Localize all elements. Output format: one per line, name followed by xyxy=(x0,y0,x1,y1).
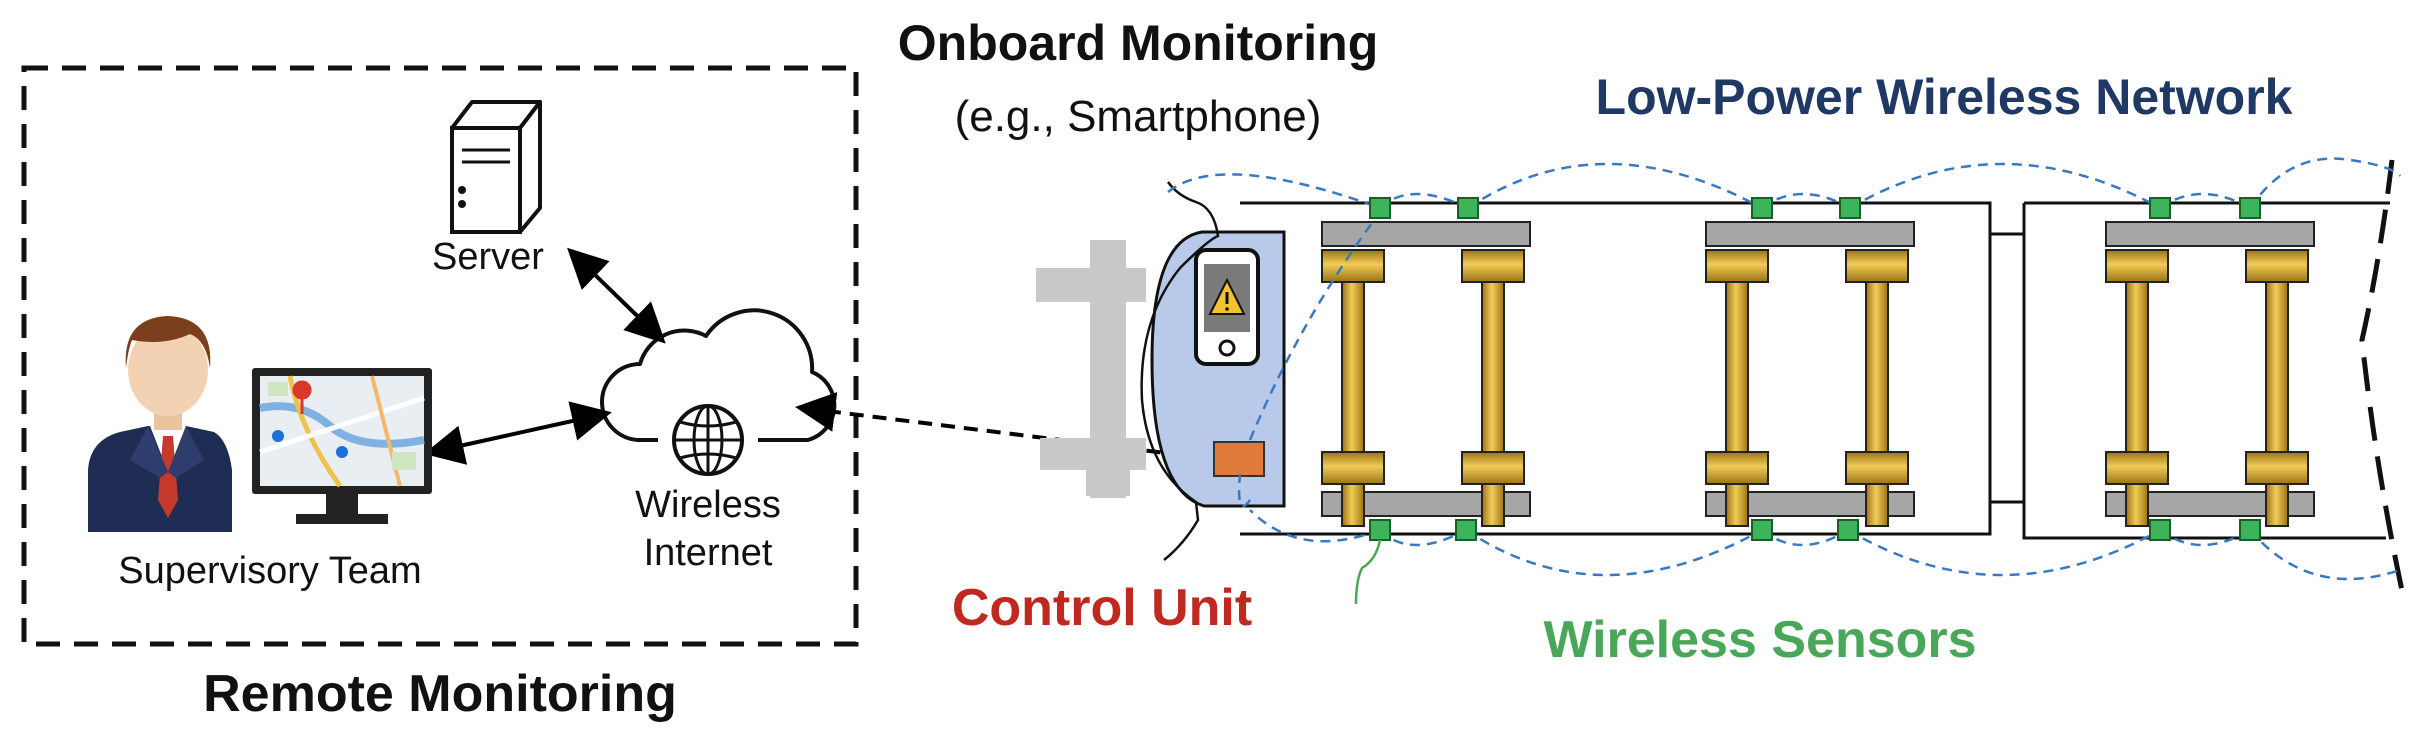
remote-monitoring-box xyxy=(21,65,859,647)
person-icon xyxy=(88,316,232,532)
train-body xyxy=(1240,201,2390,540)
wireless-sensors xyxy=(1369,197,2261,541)
server-icon xyxy=(450,100,542,234)
network-title: Low-Power Wireless Network xyxy=(1595,69,2293,125)
control-unit-box xyxy=(1213,441,1265,477)
remote-monitoring-title: Remote Monitoring xyxy=(203,665,677,723)
bogie-2 xyxy=(1705,221,1915,527)
wireless-sensors-label: Wireless Sensors xyxy=(1543,611,1977,669)
onboard-monitoring-title: Onboard Monitoring xyxy=(897,15,1379,71)
globe-icon xyxy=(672,404,744,476)
smartphone-icon xyxy=(1194,248,1260,366)
server-label: Server xyxy=(432,236,544,278)
onboard-monitoring-subtitle: (e.g., Smartphone) xyxy=(954,92,1322,141)
sensor-antenna-line xyxy=(1354,539,1382,605)
monitor-map-icon xyxy=(252,368,432,524)
track-end-dashed xyxy=(2359,159,2407,601)
internet-label-line1: Wireless xyxy=(635,484,781,526)
team-internet-arrow xyxy=(423,401,612,465)
bogie-1 xyxy=(1321,221,1531,527)
bogie-3 xyxy=(2105,221,2315,527)
internet-label-line2: Internet xyxy=(643,532,773,574)
server-internet-arrow xyxy=(567,247,666,344)
control-unit-label: Control Unit xyxy=(951,579,1253,637)
onboard-cable xyxy=(1140,181,1220,561)
coupler xyxy=(1036,240,1146,498)
supervisory-team-label: Supervisory Team xyxy=(118,550,422,592)
